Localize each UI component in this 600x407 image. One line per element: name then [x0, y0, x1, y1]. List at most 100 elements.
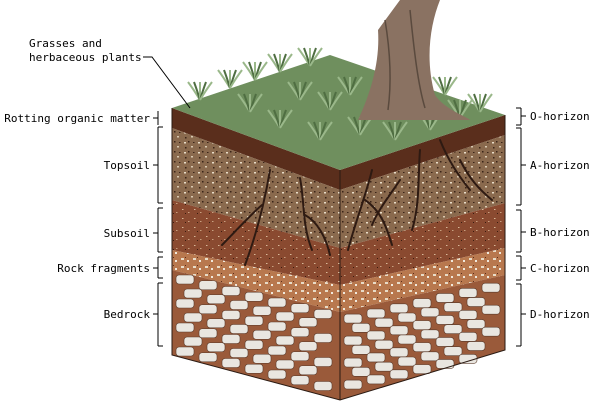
bedrock-stone — [221, 334, 241, 344]
bedrock-stone — [397, 312, 417, 323]
bedrock-stone — [206, 294, 226, 305]
bedrock-stone — [244, 315, 264, 326]
bedrock-stone — [466, 341, 486, 351]
bedrock-stone — [435, 337, 455, 347]
roots — [221, 139, 493, 266]
c-horizon-layer — [172, 248, 505, 312]
o-horizon-layer — [172, 108, 505, 190]
bedrock-stone — [435, 293, 455, 303]
label-o-horizon: O-horizon — [530, 110, 590, 123]
bedrock-stone — [397, 334, 417, 345]
bedrock-stone — [290, 351, 310, 362]
bedrock-stone — [458, 288, 478, 298]
bedrock-stone — [275, 335, 295, 346]
bedrock-stone — [267, 369, 287, 380]
grass-blade — [249, 93, 263, 113]
bedrock-stone — [275, 311, 295, 322]
bedrock-stone — [252, 353, 272, 364]
bedrock-stone — [275, 359, 295, 370]
bedrock-stone — [458, 332, 478, 342]
bedrock-stone — [244, 291, 264, 302]
bedrock-stone — [481, 282, 501, 293]
label-b-horizon: B-horizon — [530, 226, 590, 239]
label-subsoil: Subsoil — [103, 227, 150, 240]
bedrock-stone — [183, 312, 203, 323]
bedrock-stone — [183, 288, 203, 299]
bedrock-stone — [221, 358, 241, 368]
bedrock-stone — [389, 303, 409, 314]
bedrock-stone — [374, 317, 394, 328]
bedrock-stone — [435, 359, 455, 369]
bedrock-stone — [229, 324, 249, 334]
bedrock-stone — [481, 326, 501, 337]
bedrock-stone — [267, 297, 287, 308]
grass-blade — [279, 109, 293, 129]
bedrock-stone — [313, 309, 333, 319]
bedrock-stone — [420, 307, 440, 318]
bedrock-stone — [366, 374, 386, 385]
grass-blade — [309, 47, 323, 67]
bedrock-stone — [252, 305, 272, 316]
left-brackets — [143, 56, 191, 347]
bedrock-stone — [183, 336, 203, 347]
grass-blade — [229, 69, 243, 89]
bedrock-stone — [175, 322, 195, 333]
bedrock-stone — [351, 323, 371, 333]
bedrock-stone — [351, 345, 371, 355]
grass-blade — [394, 121, 408, 141]
bedrock-stone — [343, 379, 363, 390]
bedrock-stone — [443, 324, 463, 334]
grass-blade — [279, 53, 293, 73]
grass-blade — [329, 91, 343, 111]
bedrock-stone — [267, 345, 287, 356]
bedrock-stone — [198, 328, 218, 339]
bedrock-stone — [389, 325, 409, 336]
label-grasses-line1: Grasses and — [29, 37, 102, 50]
bedrock-stone — [198, 280, 218, 291]
block-outline — [171, 108, 506, 401]
bedrock-stone — [481, 304, 501, 315]
bedrock-stone — [389, 347, 409, 358]
bedrock-stone — [466, 319, 486, 329]
a-horizon-layer — [172, 128, 505, 248]
bedrock-stone — [412, 364, 432, 374]
bedrock-stone — [244, 339, 264, 350]
bedrock-stone — [221, 286, 241, 296]
bedrock-stone — [443, 302, 463, 312]
bedrock-stone — [290, 327, 310, 338]
bedrock-stone — [267, 321, 287, 332]
bedrock-stone — [412, 342, 432, 352]
label-bedrock: Bedrock — [103, 308, 150, 321]
bedrock-stone — [343, 357, 363, 368]
grass-blade — [479, 93, 493, 113]
bedrock-stone — [420, 329, 440, 340]
bedrock-stone — [206, 318, 226, 329]
tree-trunk — [358, 0, 470, 120]
b-horizon-layer — [172, 200, 505, 285]
bedrock-stone — [298, 341, 318, 352]
label-d-horizon: D-horizon — [530, 308, 590, 321]
bedrock-stone — [343, 313, 363, 324]
bedrock-stone — [198, 304, 218, 315]
bedrock-stone — [175, 298, 195, 309]
bedrock-stone — [389, 369, 409, 380]
bedrock-stone — [290, 375, 310, 386]
bedrock-stone — [313, 381, 333, 391]
bedrock-stone — [244, 363, 264, 374]
grass-blade — [444, 76, 458, 96]
bedrock-stone — [175, 274, 195, 285]
grass-blade — [349, 76, 363, 96]
bedrock-stone — [343, 335, 363, 346]
bedrock-stone — [252, 329, 272, 340]
bedrock-stone — [374, 339, 394, 350]
grass-blade — [199, 81, 213, 101]
bedrock-stone — [397, 356, 417, 367]
bedrock-stone — [290, 303, 310, 314]
bedrock-stone — [313, 357, 333, 367]
bedrock-stone — [412, 320, 432, 330]
bedrock-stone — [366, 308, 386, 319]
bedrock-stone — [229, 300, 249, 310]
bedrock-stone — [229, 348, 249, 358]
